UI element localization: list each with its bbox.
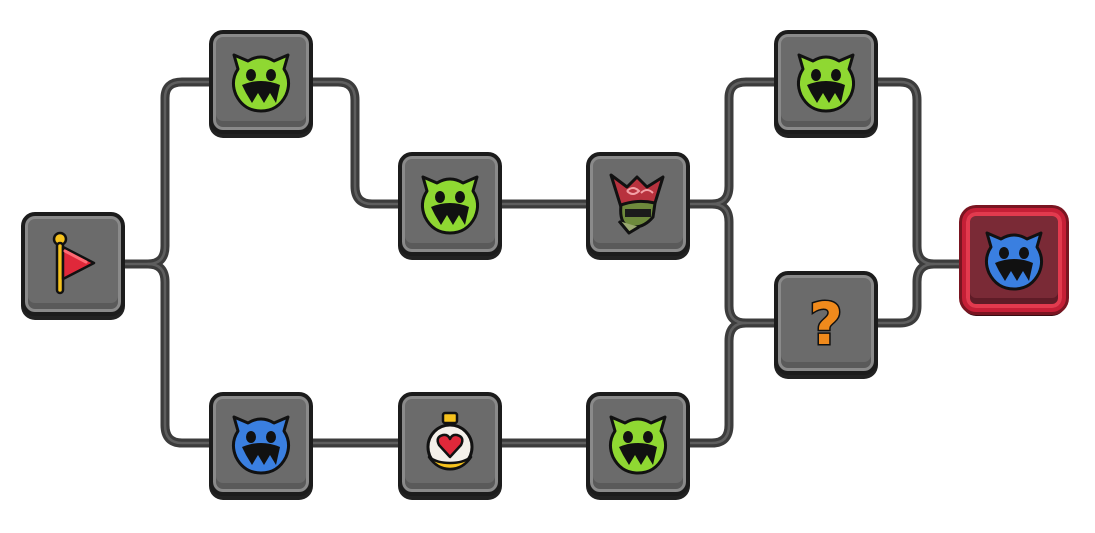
heart-potion-icon: [426, 411, 474, 471]
start-node[interactable]: [21, 212, 125, 316]
green-monster-icon: [796, 53, 856, 113]
battle-node-bot-1[interactable]: [209, 392, 313, 496]
battle-node-bot-3[interactable]: [586, 392, 690, 496]
green-monster-icon: [420, 175, 480, 235]
mystery-glyph: ?: [809, 290, 843, 358]
start-flag-icon: [52, 231, 96, 295]
green-monster-icon: [608, 415, 668, 475]
elite-node[interactable]: [586, 152, 690, 256]
question-mark-icon: ?: [808, 289, 845, 359]
heal-node[interactable]: [398, 392, 502, 496]
battle-node-top-1[interactable]: [209, 30, 313, 134]
elite-enemy-icon: [609, 173, 665, 235]
mystery-node[interactable]: ?: [774, 271, 878, 375]
battle-node-top-2[interactable]: [774, 30, 878, 134]
boss-node[interactable]: [962, 208, 1066, 312]
battle-node-mid-1[interactable]: [398, 152, 502, 256]
blue-monster-icon: [984, 231, 1044, 291]
blue-monster-icon: [231, 415, 291, 475]
green-monster-icon: [231, 53, 291, 113]
